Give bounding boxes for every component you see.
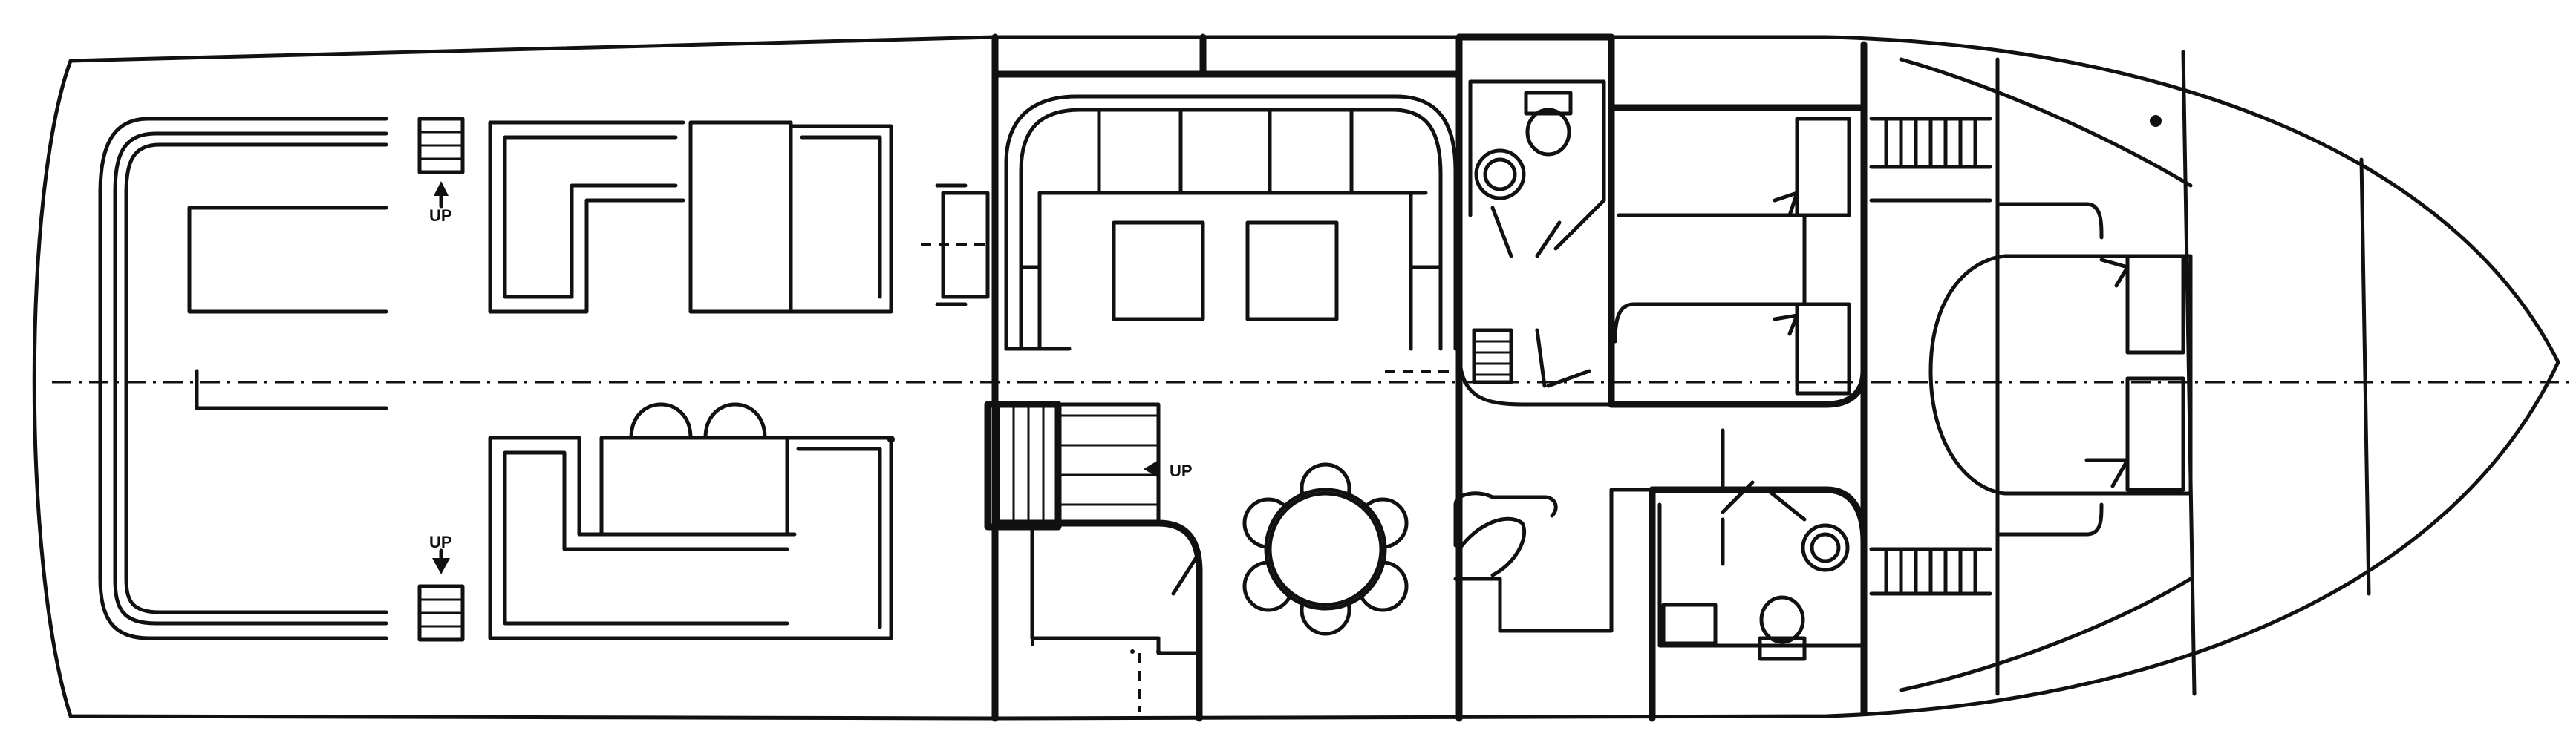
guest-cabin-port xyxy=(1535,104,1868,408)
master-cabin-berth xyxy=(1928,202,2193,537)
toilet-icon xyxy=(1758,595,1807,661)
up-arrow-icon xyxy=(432,548,450,574)
forward-bulkhead xyxy=(1609,41,2000,716)
salon-settee xyxy=(1004,94,1458,351)
vanity-cabinet xyxy=(1661,603,1718,646)
galley-counter xyxy=(991,519,1203,722)
salon-stairs xyxy=(984,401,1161,531)
sink-icon xyxy=(1801,523,1850,572)
sink-icon xyxy=(1474,148,1526,200)
up-label-aft-bottom: UP xyxy=(429,533,452,551)
head-compartment-starboard xyxy=(1649,428,1868,722)
dining-table xyxy=(1242,462,1409,636)
helm-station xyxy=(921,183,995,306)
starboard-aft-sofa xyxy=(488,402,895,640)
galley-island xyxy=(1453,488,1651,633)
hanging-locker-port xyxy=(1869,117,1992,596)
toilet-icon xyxy=(1524,91,1573,157)
up-arrow-icon xyxy=(1144,460,1158,478)
head-compartment-port xyxy=(1455,33,1615,408)
aft-stairs-top xyxy=(417,117,465,174)
port-aft-sofa xyxy=(488,120,893,314)
salon-bulkhead xyxy=(991,33,1463,722)
aft-stairs-bottom xyxy=(417,584,465,642)
hatch-marker xyxy=(2150,115,2162,127)
up-label-salon: UP xyxy=(1170,462,1193,480)
aft-cockpit-seating xyxy=(98,117,388,640)
up-label-aft-top: UP xyxy=(429,206,452,225)
up-arrow-icon xyxy=(434,181,449,209)
stair-icon xyxy=(1472,328,1513,384)
